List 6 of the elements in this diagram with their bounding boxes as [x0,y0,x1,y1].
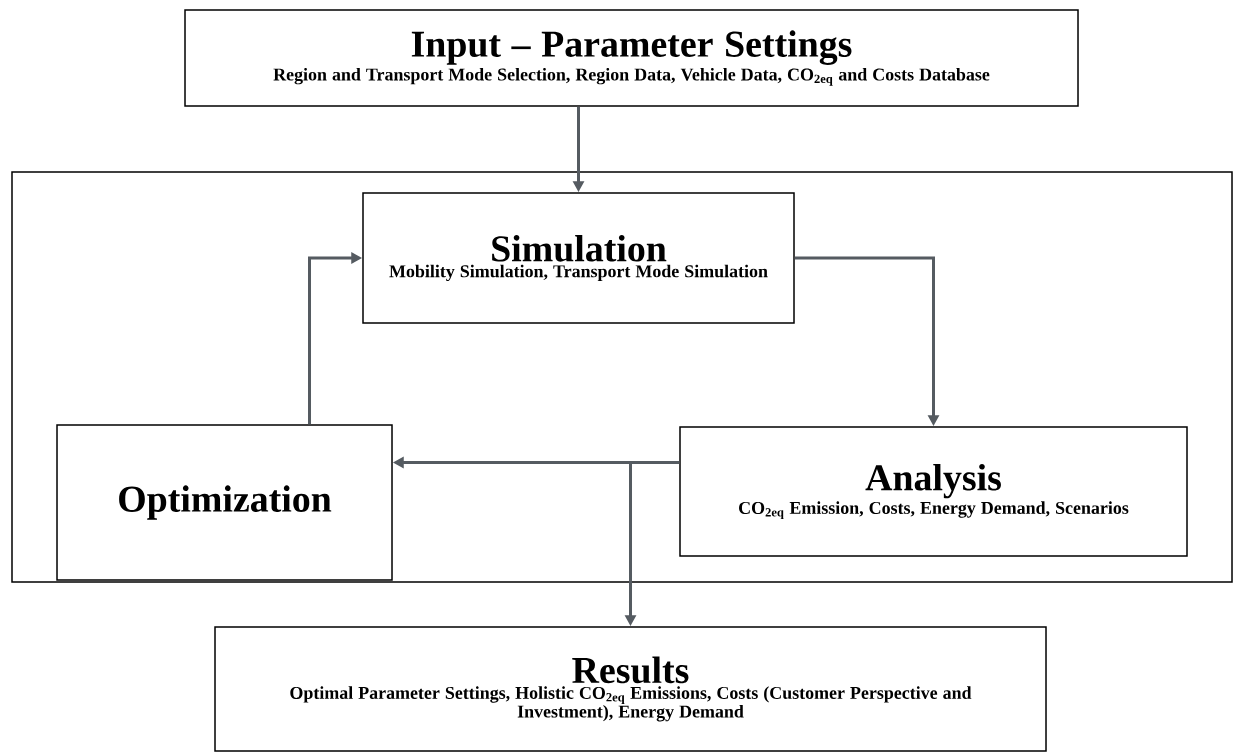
frame [11,171,1233,583]
results-box: Results Optimal Parameter Settings, Holistic CO$_{2eq}$ Emissions, Costs (Customer Perspective and Investment), Energy Demand [214,626,1047,752]
process-box: Analysis CO$_{2eq}$ Emission, Costs, Energy Demand, Scenarios [679,426,1188,557]
process-box: Simulation Mobility Simulation, Transport Mode Simulation [362,192,795,324]
process-box: Optimization [56,424,393,581]
input-box: Input – Parameter Settings Region and Transport Mode Selection, Region Data, Vehicle Data, CO$_{2eq}$ and Costs Database [184,9,1079,107]
